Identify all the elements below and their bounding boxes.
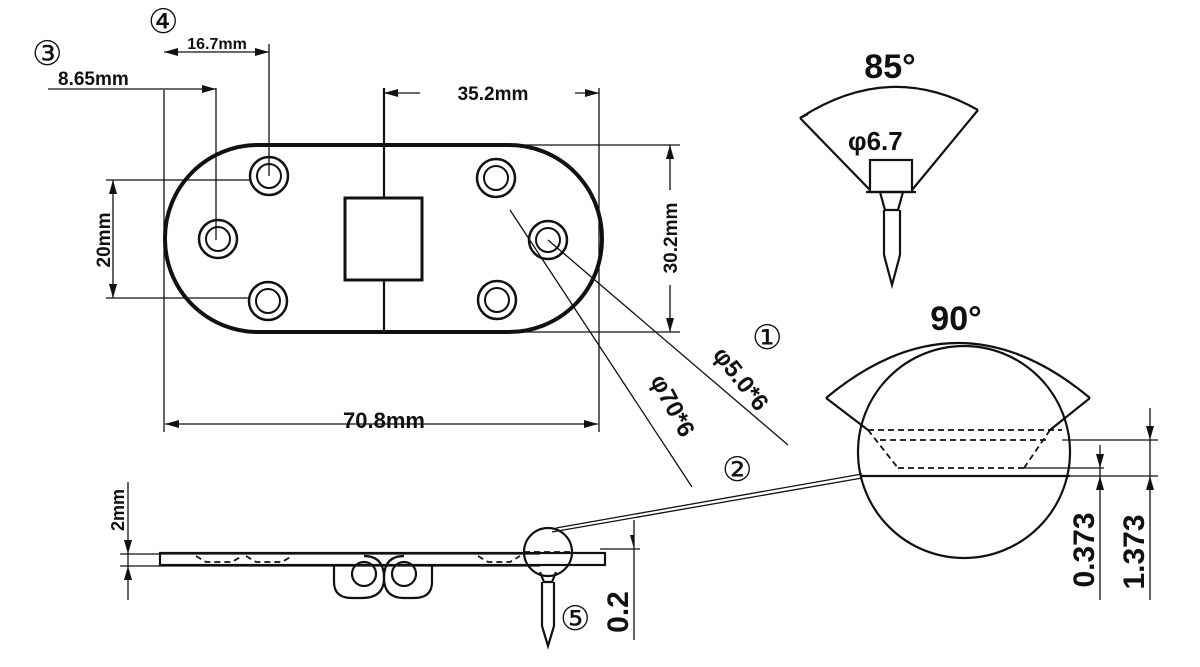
detail-depth-b: 1.373 <box>1118 514 1151 589</box>
dim-hole-spacing: 20mm <box>94 213 115 268</box>
detail-circle <box>856 344 1072 560</box>
screw-hole <box>476 279 518 321</box>
side-thickness: 2mm <box>108 489 128 531</box>
dim-offset-a: 8.65mm <box>58 69 129 90</box>
detail-depth-a: 0.373 <box>1068 512 1101 587</box>
top-view: 70.8mm 35.2mm 30.2mm 20mm 8.65mm 16.7mm <box>48 36 789 488</box>
detail-view: 90° 0.373 1.373 <box>551 300 1158 600</box>
dim-width: 30.2mm <box>661 203 682 274</box>
screw-head-diameter: φ6.7 <box>848 126 903 156</box>
side-view: 2mm 0.2 <box>108 482 640 650</box>
screw-hole <box>197 218 239 260</box>
marker-3: ③ <box>32 35 62 73</box>
screw-view: 85° φ6.7 <box>799 48 979 290</box>
dim-hinge-to-edge: 35.2mm <box>458 84 529 105</box>
dim-offset-b: 16.7mm <box>187 36 247 53</box>
marker-4: ④ <box>148 3 178 41</box>
hinge-knuckle <box>343 196 424 282</box>
screw-hole <box>475 157 517 199</box>
callout-countersink: φ70*6 <box>645 370 700 441</box>
detail-angle: 90° <box>930 300 981 338</box>
marker-2: ② <box>722 451 752 489</box>
marker-1: ① <box>752 319 782 357</box>
side-recess: 0.2 <box>602 591 635 633</box>
markers: ① ② ③ ④ ⑤ <box>32 3 782 638</box>
screw-hole <box>247 280 289 322</box>
marker-5: ⑤ <box>560 600 590 638</box>
screw-angle: 85° <box>864 48 915 86</box>
dim-overall-length: 70.8mm <box>343 408 425 433</box>
